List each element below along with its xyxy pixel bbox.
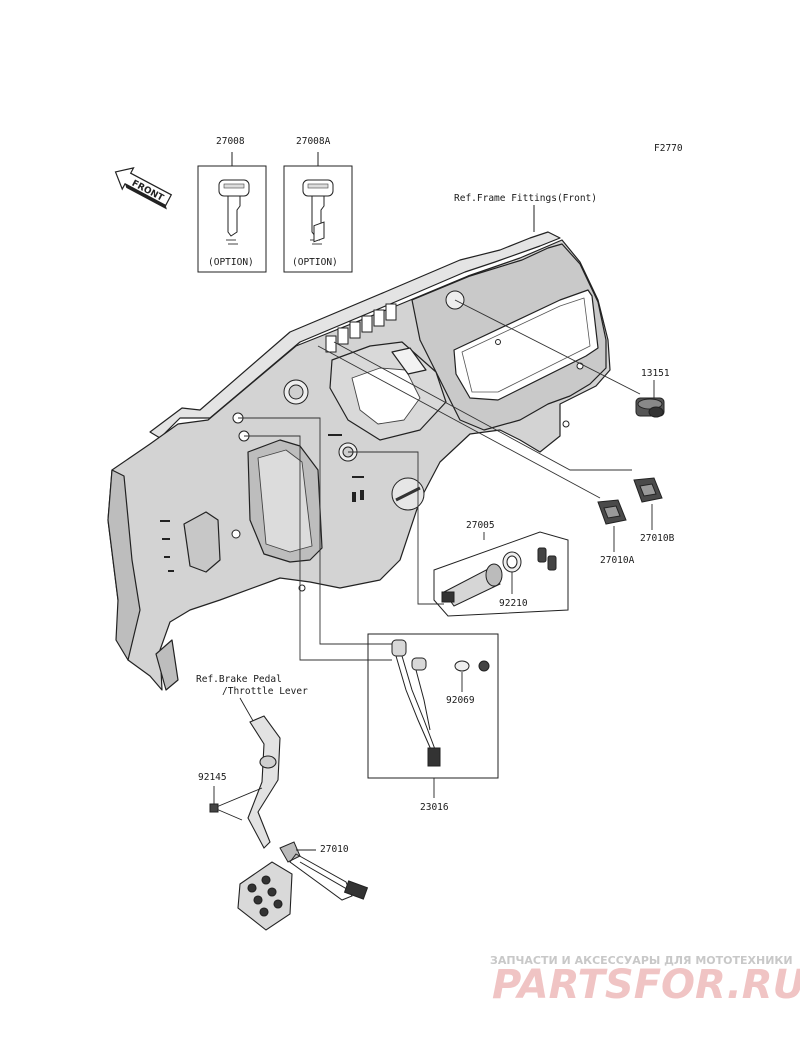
watermark-logo: PARTSFOR.RU xyxy=(492,962,800,1008)
clip-92145 xyxy=(209,803,219,813)
ignition-switch-27005 xyxy=(441,563,503,607)
dashboard-panel xyxy=(107,231,611,691)
rocker-switch-27010b xyxy=(633,477,663,503)
ignition-key-pair xyxy=(537,547,557,571)
watermark-tagline: ЗАПЧАСТИ И АКСЕССУАРЫ ДЛЯ МОТОТЕХНИКИ xyxy=(490,954,793,967)
part-number-27010: 27010 xyxy=(320,844,349,855)
key-27008a-box: (OPTION) xyxy=(283,152,353,273)
part-number-27008: 27008 xyxy=(216,136,245,147)
rocker-switch-27010a xyxy=(597,499,627,525)
cap-92069 xyxy=(454,660,490,672)
ref-brake-pedal: Ref.Brake Pedal xyxy=(196,674,282,685)
accessory-socket-13151 xyxy=(635,397,665,418)
ignition-switch-box xyxy=(433,531,569,617)
part-number-23016: 23016 xyxy=(420,802,449,813)
part-number-27010a: 27010A xyxy=(600,555,635,566)
brake-switch-27010 xyxy=(279,841,369,901)
nut-92210 xyxy=(502,551,522,573)
ref-frame-fittings: Ref.Frame Fittings(Front) xyxy=(454,193,597,204)
part-number-92145: 92145 xyxy=(198,772,227,783)
part-number-27008a: 27008A xyxy=(296,136,331,147)
switch-slot-strip xyxy=(313,221,397,353)
ref-throttle-lever: /Throttle Lever xyxy=(222,686,308,697)
key-icon xyxy=(218,179,250,245)
part-number-92069: 92069 xyxy=(446,695,475,706)
part-number-92210: 92210 xyxy=(499,598,528,609)
harness-box xyxy=(367,633,499,779)
option-label: (OPTION) xyxy=(208,257,254,268)
leader-lines xyxy=(238,299,641,661)
part-number-27010b: 27010B xyxy=(640,533,675,544)
brake-pedal xyxy=(237,715,293,931)
front-arrow-icon: FRONT xyxy=(114,167,173,210)
part-number-13151: 13151 xyxy=(641,368,670,379)
option-label: (OPTION) xyxy=(292,257,338,268)
diagram-code: F2770 xyxy=(654,143,683,154)
wire-harness-23016 xyxy=(391,639,441,767)
part-number-27005: 27005 xyxy=(466,520,495,531)
key-27008-box: (OPTION) xyxy=(197,152,267,273)
panel-marks xyxy=(160,434,364,572)
